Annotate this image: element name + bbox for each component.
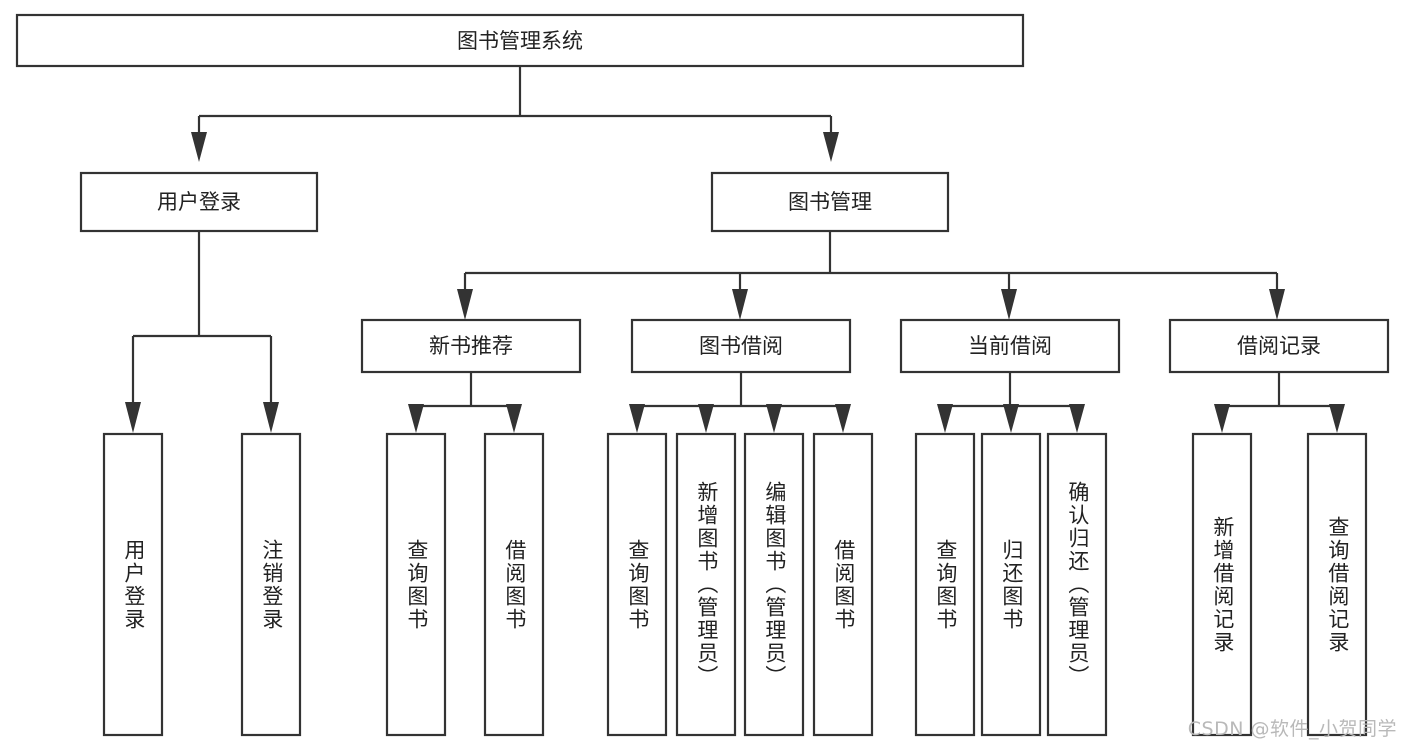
arrow-newbook-leaf2	[506, 404, 522, 433]
node-book-borrow-label: 图书借阅	[699, 334, 783, 358]
node-current-borrow-box	[899, 318, 1121, 374]
node-book-borrow[interactable]: 图书借阅	[630, 318, 852, 374]
leaf-box-return-book[interactable]	[980, 432, 1042, 737]
leaf-box-query-book-2[interactable]	[606, 432, 668, 737]
node-new-book-recommend[interactable]: 新书推荐	[360, 318, 582, 374]
node-new-book-recommend-box	[360, 318, 582, 374]
leaf-box-query-book-1[interactable]	[385, 432, 447, 737]
node-book-manage[interactable]: 图书管理	[710, 171, 950, 233]
node-book-borrow-box	[630, 318, 852, 374]
node-user-login-label: 用户登录	[157, 190, 241, 214]
arrow-bookborrow-leaf3	[766, 404, 782, 433]
leaf-box-add-record[interactable]	[1191, 432, 1253, 737]
arrow-borrowrecord-leaf1	[1214, 404, 1230, 433]
arrow-bookborrow-leaf2	[698, 404, 714, 433]
leaf-box-user-login[interactable]	[102, 432, 164, 737]
node-new-book-recommend-label: 新书推荐	[429, 334, 513, 358]
leaf-box-borrow-book-1[interactable]	[483, 432, 545, 737]
node-borrow-record[interactable]: 借阅记录	[1168, 318, 1390, 374]
arrow-bookmanage-currentborrow	[1001, 289, 1017, 320]
arrow-currentborrow-leaf3	[1069, 404, 1085, 433]
arrow-currentborrow-leaf2	[1003, 404, 1019, 433]
arrow-bookborrow-leaf4	[835, 404, 851, 433]
leaf-box-edit-book[interactable]	[743, 432, 805, 737]
node-book-manage-box	[710, 171, 950, 233]
leaf-box-add-book[interactable]	[675, 432, 737, 737]
node-book-manage-label: 图书管理	[788, 190, 872, 214]
node-current-borrow-label: 当前借阅	[968, 334, 1052, 358]
arrow-root-to-bookmanage	[823, 132, 839, 162]
leaf-box-borrow-book-2[interactable]	[812, 432, 874, 737]
arrow-userlogin-leaf1	[125, 402, 141, 433]
node-borrow-record-label: 借阅记录	[1237, 334, 1321, 358]
arrow-root-to-userlogin	[191, 132, 207, 162]
leaf-box-query-record[interactable]	[1306, 432, 1368, 737]
arrow-bookborrow-leaf1	[629, 404, 645, 433]
leaf-box-confirm-return[interactable]	[1046, 432, 1108, 737]
arrow-bookmanage-newbook	[457, 289, 473, 320]
arrow-bookmanage-bookborrow	[732, 289, 748, 320]
leaf-box-logout[interactable]	[240, 432, 302, 737]
arrow-currentborrow-leaf1	[937, 404, 953, 433]
arrow-borrowrecord-leaf2	[1329, 404, 1345, 433]
leaf-box-query-book-3[interactable]	[914, 432, 976, 737]
node-current-borrow[interactable]: 当前借阅	[899, 318, 1121, 374]
arrow-bookmanage-borrowrecord	[1269, 289, 1285, 320]
node-root-box	[15, 13, 1025, 68]
arrow-userlogin-leaf2	[263, 402, 279, 433]
node-root-label: 图书管理系统	[457, 29, 583, 53]
node-root[interactable]: 图书管理系统	[15, 13, 1025, 68]
node-borrow-record-box	[1168, 318, 1390, 374]
arrow-newbook-leaf1	[408, 404, 424, 433]
node-user-login[interactable]: 用户登录	[79, 171, 319, 233]
csdn-watermark: CSDN @软件_小贺同学	[1187, 718, 1397, 740]
